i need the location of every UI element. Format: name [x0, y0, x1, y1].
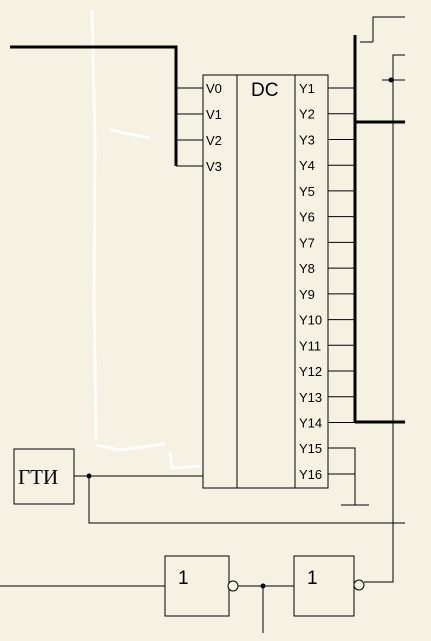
top-right-wiring [360, 16, 405, 583]
junction-dot-gates [260, 583, 266, 589]
output-label-y4: Y4 [299, 158, 315, 173]
output-bus [353, 35, 405, 424]
output-label-y7: Y7 [299, 235, 315, 250]
gate-1-inverter-bubble [227, 580, 239, 592]
decoder-title: DC [251, 80, 278, 101]
decoder-output-stubs [328, 87, 355, 423]
gate-1 [164, 555, 239, 617]
output-label-y11: Y11 [299, 338, 321, 353]
input-label-v0: V0 [206, 81, 222, 96]
gate-wiring [0, 581, 384, 633]
input-label-v1: V1 [206, 107, 222, 122]
output-label-y12: Y12 [299, 364, 322, 379]
background-sketch [90, 9, 201, 470]
output-label-y13: Y13 [299, 390, 322, 405]
gate-2-label: 1 [307, 568, 318, 589]
output-label-y10: Y10 [299, 313, 322, 328]
junction-dot-top [388, 77, 394, 83]
gate-2-inverter-bubble [353, 579, 365, 591]
gate-1-label: 1 [178, 568, 189, 589]
input-bus [10, 45, 203, 167]
input-label-v2: V2 [206, 133, 222, 148]
ground-tie [328, 447, 369, 506]
clock-wiring [74, 475, 405, 524]
input-label-v3: V3 [206, 159, 222, 174]
output-label-y16: Y16 [299, 467, 322, 482]
junction-dot-clock [86, 473, 92, 479]
output-label-y2: Y2 [299, 107, 315, 122]
output-label-y15: Y15 [299, 441, 322, 456]
output-label-y14: Y14 [299, 415, 322, 430]
output-label-y9: Y9 [299, 287, 315, 302]
output-label-y1: Y1 [299, 81, 315, 96]
output-label-y6: Y6 [299, 210, 315, 225]
output-label-y5: Y5 [299, 184, 315, 199]
generator-label: ГТИ [18, 465, 58, 489]
decoder-input-labels: V0 V1 V2 V3 [206, 81, 222, 174]
decoder-block [202, 74, 329, 489]
output-label-y3: Y3 [299, 132, 315, 147]
output-label-y8: Y8 [299, 261, 315, 276]
gate-2 [293, 555, 365, 617]
